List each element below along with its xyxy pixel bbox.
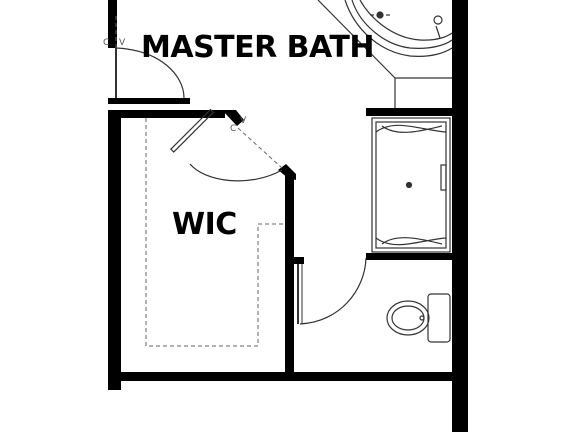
wall-wic-top bbox=[108, 110, 225, 118]
entry-door-marker-v: V bbox=[119, 38, 126, 48]
wall-wic-right bbox=[285, 172, 294, 377]
room-label-master-bath: MASTER BATH bbox=[141, 30, 375, 65]
wall-shower-bottom bbox=[366, 253, 460, 260]
dashed-outlines bbox=[115, 14, 285, 347]
wall-bath-door-stub bbox=[290, 257, 304, 264]
entry-door-marker-c: C bbox=[103, 38, 110, 48]
wall-wic-left bbox=[108, 110, 121, 390]
wall-left-top bbox=[108, 0, 117, 48]
tub-drain-icon bbox=[376, 11, 384, 19]
wall-shower-top bbox=[366, 108, 460, 116]
shower-drain-icon bbox=[405, 181, 413, 189]
walls bbox=[108, 0, 468, 432]
wall-diagonal-corner bbox=[222, 110, 244, 126]
room-label-wic: WIC bbox=[172, 207, 237, 242]
bathtub bbox=[317, 0, 453, 108]
wall-entry-stub bbox=[108, 98, 190, 104]
wic-door-marker-v: V bbox=[240, 116, 247, 126]
toilet bbox=[386, 293, 451, 343]
shower bbox=[371, 117, 451, 253]
wic-door-marker-c: C bbox=[230, 124, 237, 134]
wall-right bbox=[452, 0, 468, 432]
wic-door-leaf bbox=[170, 108, 215, 153]
doors bbox=[115, 47, 367, 325]
